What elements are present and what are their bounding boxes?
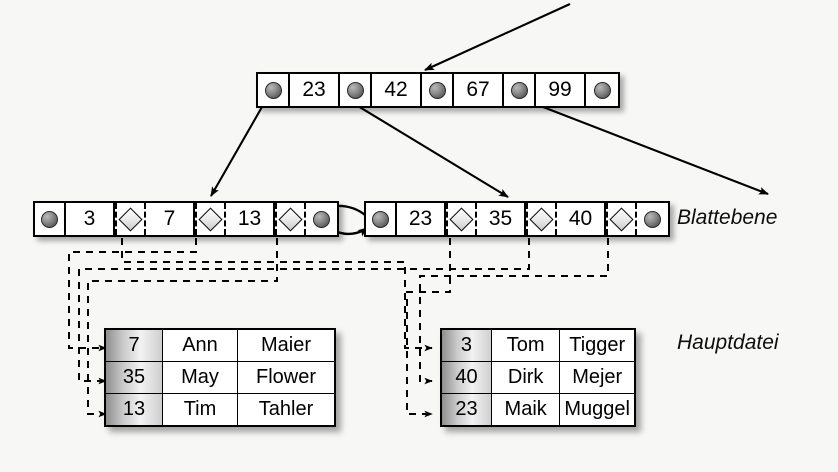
record-firstname-cell: Maik	[490, 393, 561, 427]
arrow-root-to-lower-right	[511, 94, 769, 195]
pointer-dot-icon	[428, 81, 446, 99]
pointer-dot-icon	[510, 81, 528, 99]
pointer-cell[interactable]	[366, 203, 397, 235]
diamond-pointer-cell[interactable]	[606, 203, 637, 235]
record-lastname-cell: Tigger	[559, 328, 636, 362]
pointer-dot-icon	[346, 81, 364, 99]
arrow-into-root	[424, 3, 571, 71]
diamond-pointer-cell[interactable]	[275, 203, 306, 235]
pointer-cell[interactable]	[504, 74, 536, 106]
key-value: 23	[408, 207, 433, 230]
key-value: 40	[568, 207, 593, 230]
pointer-cell[interactable]	[258, 74, 290, 106]
key-cell[interactable]: 40	[557, 203, 606, 235]
key-cell[interactable]: 7	[146, 203, 195, 235]
key-cell[interactable]: 23	[290, 74, 340, 106]
leaf-node-right[interactable]: 23 35 40	[364, 201, 670, 237]
pointer-dot-icon	[41, 210, 58, 228]
arrow-root-to-left-leaf	[210, 99, 267, 197]
record-id-cell: 3	[440, 328, 492, 362]
record-firstname-cell: Tom	[490, 328, 561, 362]
key-value: 7	[163, 207, 176, 230]
record-lastname-cell: Maier	[237, 328, 336, 362]
diamond-pointer-icon	[449, 206, 474, 232]
pointer-dot-icon	[644, 210, 661, 228]
label-blattebene: Blattebene	[677, 206, 778, 229]
diamond-pointer-cell[interactable]	[526, 203, 557, 235]
key-cell[interactable]: 35	[477, 203, 526, 235]
pointer-dot-icon	[372, 210, 389, 228]
key-cell[interactable]: 3	[66, 203, 115, 235]
record-firstname-cell: Ann	[162, 328, 238, 362]
diamond-pointer-icon	[278, 206, 303, 232]
root-index-node[interactable]: 23 42 67 99	[256, 72, 620, 108]
record-id-cell: 7	[104, 328, 163, 362]
key-value: 3	[83, 207, 96, 230]
record-firstname-cell: May	[162, 361, 238, 394]
diamond-pointer-icon	[609, 206, 634, 232]
leaf-node-left[interactable]: 3 7 13	[33, 201, 339, 237]
pointer-cell[interactable]	[586, 74, 618, 106]
key-cell[interactable]: 13	[226, 203, 275, 235]
key-value: 23	[302, 78, 326, 101]
record-id-cell: 40	[440, 361, 492, 394]
key-value: 99	[548, 78, 572, 101]
key-cell[interactable]: 23	[397, 203, 446, 235]
pointer-cell[interactable]	[422, 74, 454, 106]
pointer-dot-icon	[593, 81, 611, 99]
pointer-cell[interactable]	[340, 74, 372, 106]
record-lastname-cell: Muggel	[559, 393, 636, 427]
diamond-pointer-cell[interactable]	[115, 203, 146, 235]
pointer-cell[interactable]	[637, 203, 668, 235]
key-cell[interactable]: 99	[536, 74, 586, 106]
diamond-pointer-cell[interactable]	[446, 203, 477, 235]
label-hauptdatei: Hauptdatei	[677, 331, 779, 354]
key-cell[interactable]: 42	[372, 74, 422, 106]
pointer-cell[interactable]	[35, 203, 66, 235]
diamond-pointer-icon	[118, 206, 143, 232]
record-id-cell: 13	[104, 393, 163, 427]
record-firstname-cell: Dirk	[490, 361, 561, 394]
arrow-root-to-right-leaf	[347, 99, 509, 198]
diamond-pointer-icon	[529, 206, 554, 232]
record-id-cell: 35	[104, 361, 163, 394]
diamond-pointer-cell[interactable]	[195, 203, 226, 235]
key-cell[interactable]: 67	[454, 74, 504, 106]
key-value: 35	[488, 207, 513, 230]
key-value: 42	[384, 78, 408, 101]
pointer-dot-icon	[264, 81, 282, 99]
record-lastname-cell: Mejer	[559, 361, 636, 394]
pointer-dot-icon	[313, 210, 330, 228]
pointer-cell[interactable]	[306, 203, 337, 235]
diamond-pointer-icon	[198, 206, 223, 232]
record-firstname-cell: Tim	[162, 393, 238, 427]
record-lastname-cell: Tahler	[237, 393, 336, 427]
key-value: 13	[237, 207, 262, 230]
key-value: 67	[466, 78, 490, 101]
record-id-cell: 23	[440, 393, 492, 427]
record-lastname-cell: Flower	[237, 361, 336, 394]
